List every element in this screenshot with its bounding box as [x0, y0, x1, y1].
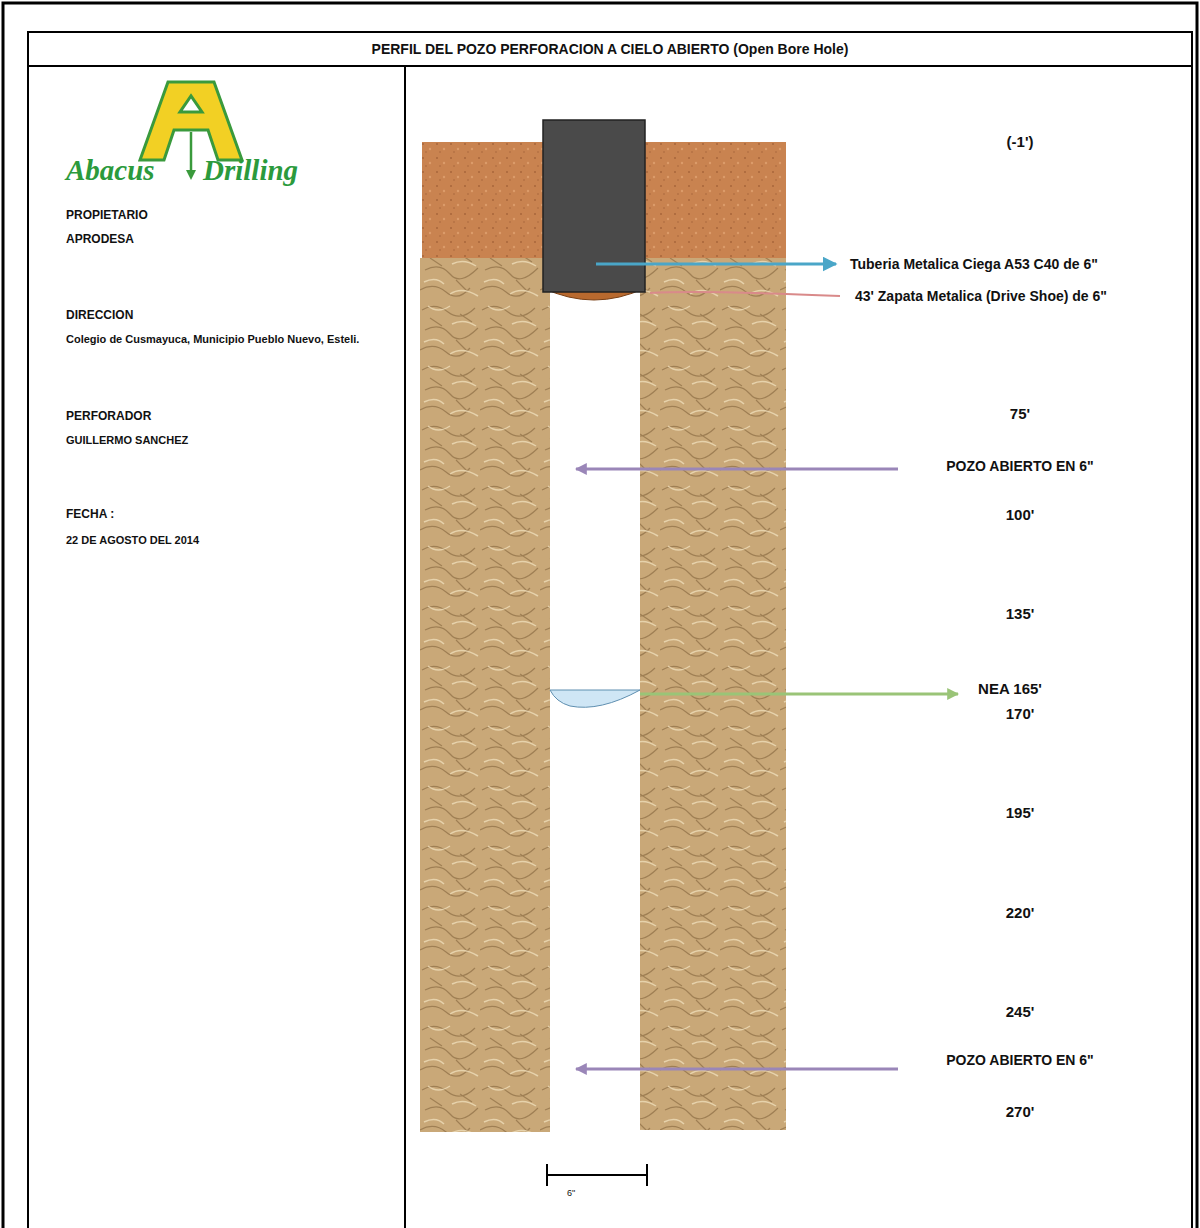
depth-label: 195'	[1006, 804, 1035, 821]
table-frame	[28, 32, 1192, 1228]
depth-label: (-1')	[1007, 133, 1034, 150]
depth-label: 245'	[1006, 1003, 1035, 1020]
field-value: GUILLERMO SANCHEZ	[66, 434, 188, 446]
page-frame	[3, 3, 1197, 1228]
depth-label: 270'	[1006, 1103, 1035, 1120]
water-level	[550, 690, 640, 707]
title-rule	[28, 65, 1192, 67]
scale-label: 6"	[567, 1188, 575, 1198]
steel-casing	[543, 120, 645, 292]
callout-label: 43' Zapata Metalica (Drive Shoe) de 6"	[855, 288, 1107, 304]
leader-arrow	[576, 1068, 898, 1071]
depth-label: 100'	[1006, 506, 1035, 523]
depth-label: 170'	[1006, 705, 1035, 722]
page-title: PERFIL DEL POZO PERFORACION A CIELO ABIE…	[372, 41, 849, 57]
field-label: DIRECCION	[66, 308, 133, 322]
depth-label: 220'	[1006, 904, 1035, 921]
field-label: PROPIETARIO	[66, 208, 148, 222]
scale-bar	[547, 1164, 647, 1186]
field-value: APRODESA	[66, 232, 134, 246]
field-label: PERFORADOR	[66, 409, 151, 423]
logo-text: Drilling	[203, 154, 298, 187]
field-value: Colegio de Cusmayuca, Municipio Pueblo N…	[66, 332, 396, 346]
callout-label: POZO ABIERTO EN 6"	[946, 1052, 1093, 1068]
column-rule	[404, 66, 406, 1228]
field-value: 22 DE AGOSTO DEL 2014	[66, 534, 199, 546]
field-label: FECHA :	[66, 507, 114, 521]
callout-label: Tuberia Metalica Ciega A53 C40 de 6"	[850, 256, 1098, 272]
rock-wall	[420, 258, 550, 1132]
depth-label: 75'	[1010, 405, 1030, 422]
leader-arrow	[596, 263, 836, 266]
water-level-label: NEA 165'	[978, 680, 1042, 697]
bore-hole	[550, 258, 640, 1132]
callout-label: POZO ABIERTO EN 6"	[946, 458, 1093, 474]
leader-arrow	[576, 468, 898, 471]
leader-line	[650, 292, 840, 296]
leader-arrow	[640, 693, 958, 696]
logo-text: Abacus	[66, 154, 155, 187]
depth-label: 135'	[1006, 605, 1035, 622]
